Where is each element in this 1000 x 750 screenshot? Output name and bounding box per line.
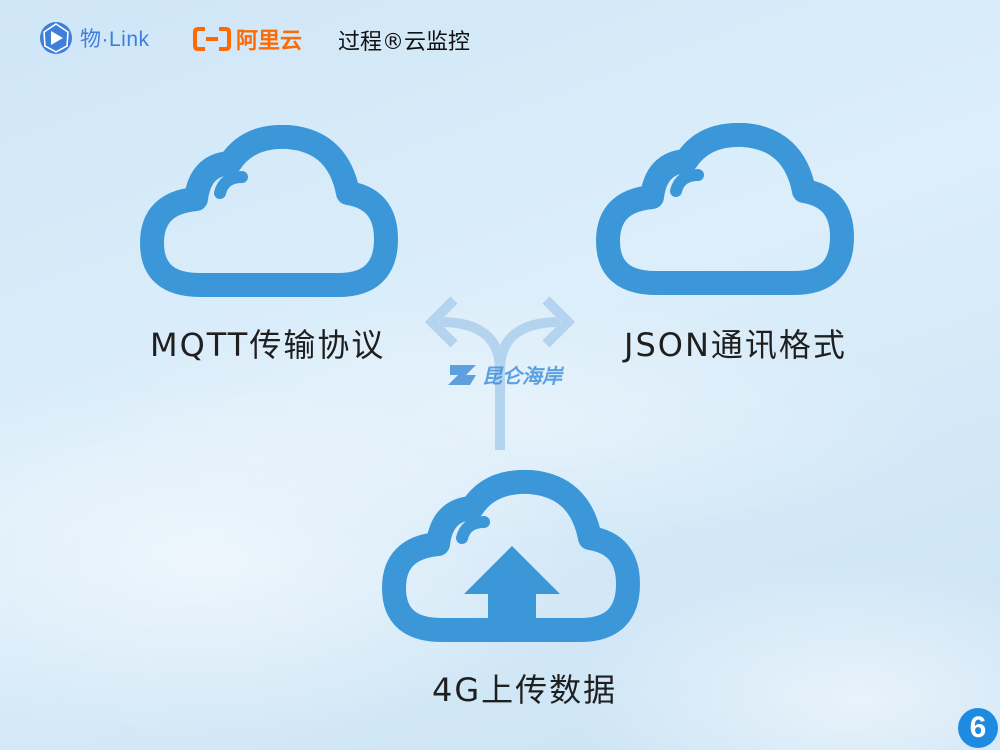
watermark-text: 昆仑海岸 (482, 364, 562, 388)
aliyun-logo: 阿里云 (192, 22, 302, 56)
right-cloud-icon (596, 123, 854, 295)
aliyun-logo-text: 阿里云 (236, 29, 303, 54)
wulink-logo-text: 物·Link (80, 28, 150, 51)
watermark-logo-icon (448, 364, 476, 385)
header: 物·Link 阿里云 过程®云监控 (0, 0, 1000, 80)
upload-label: 4G上传数据 (432, 671, 618, 709)
json-label: JSON通讯格式 (624, 326, 847, 364)
mqtt-label: MQTT传输协议 (150, 326, 386, 364)
left-cloud-icon (140, 125, 398, 297)
aliyun-logo-icon (193, 27, 231, 51)
branch-arrows-icon (424, 296, 576, 450)
wulink-logo-icon (40, 22, 72, 54)
watermark: 昆仑海岸 (446, 360, 562, 389)
wulink-logo: 物·Link (38, 20, 150, 56)
header-title: 过程®云监控 (338, 30, 471, 55)
page-number-badge: 6 (958, 708, 998, 748)
bottom-cloud-upload-icon (382, 470, 640, 642)
